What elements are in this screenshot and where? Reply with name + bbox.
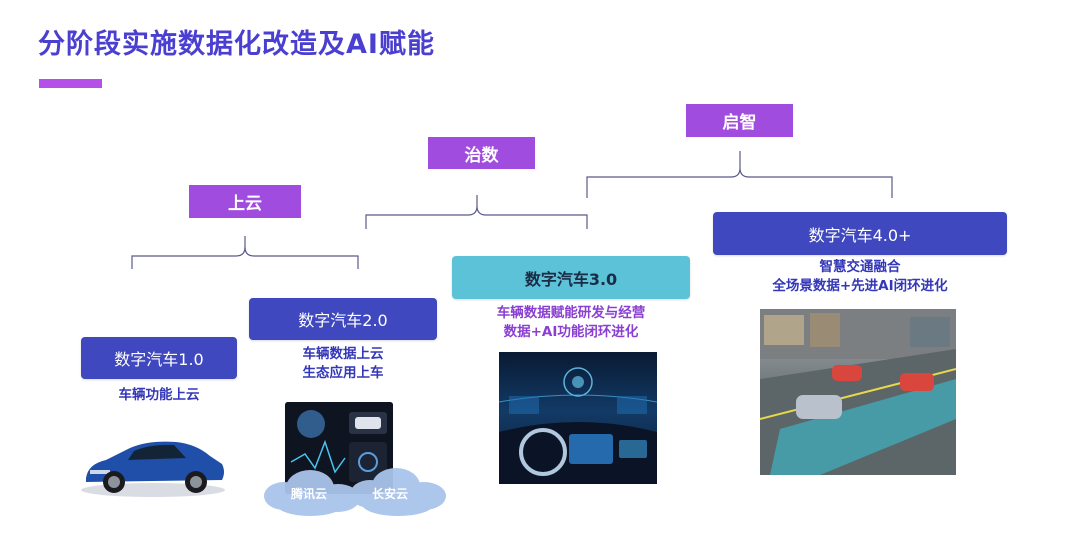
stage-digital-car-3: 数字汽车3.0 (452, 256, 690, 299)
bracket-shangyun (131, 236, 359, 269)
stage-4-desc-line1: 智慧交通融合 (819, 259, 901, 275)
page-title: 分阶段实施数据化改造及AI赋能 (38, 29, 435, 60)
stage-4-desc: 智慧交通融合 全场景数据+先进AI闭环进化 (713, 258, 1007, 296)
smart-traffic-image (760, 309, 956, 475)
stage-2-desc-line1: 车辆数据上云 (302, 346, 384, 362)
suv-image (78, 420, 228, 500)
stage-3-desc-line2: 数据+AI功能闭环进化 (503, 324, 639, 340)
stage-1-desc: 车辆功能上云 (118, 387, 200, 403)
stage-digital-car-2: 数字汽车2.0 (249, 298, 437, 340)
cloud-group (264, 468, 446, 516)
smart-cockpit-image (499, 352, 657, 484)
bracket-zhishu (365, 195, 588, 229)
stage-4-desc-line2: 全场景数据+先进AI闭环进化 (772, 278, 948, 294)
stage-2-desc: 车辆数据上云 生态应用上车 (249, 345, 437, 383)
title-accent-bar (39, 79, 102, 88)
phase-zhishu: 治数 (428, 137, 535, 169)
cloud-tencent: 腾讯云 (291, 487, 328, 501)
phase-qizhi: 启智 (686, 104, 793, 137)
phase-shangyun: 上云 (189, 185, 301, 218)
stage-3-desc-line1: 车辆数据赋能研发与经营 (496, 305, 646, 321)
stage-digital-car-1: 数字汽车1.0 (81, 337, 237, 379)
stage-2-desc-line2: 生态应用上车 (302, 365, 384, 381)
stage-3-desc: 车辆数据赋能研发与经营 数据+AI功能闭环进化 (452, 304, 690, 342)
bracket-qizhi (586, 151, 893, 198)
cloud-changan: 长安云 (372, 487, 409, 501)
stage-digital-car-4: 数字汽车4.0+ (713, 212, 1007, 255)
